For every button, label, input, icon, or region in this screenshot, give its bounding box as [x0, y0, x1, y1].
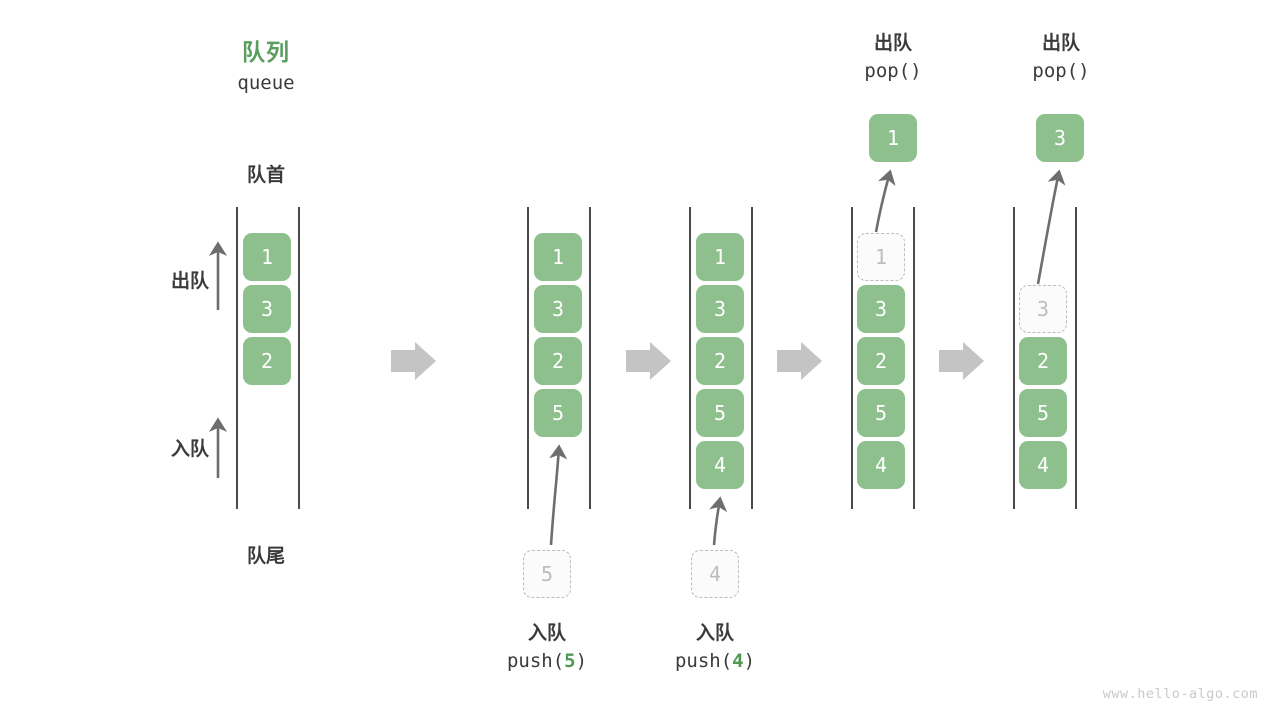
- incoming-ghost-cell: 4: [691, 550, 739, 598]
- queue-cell: 1: [534, 233, 582, 281]
- queue-cell: 3: [534, 285, 582, 333]
- pop-operation-label-2: 出队 pop(): [981, 30, 1141, 85]
- queue-cell-pushed: 4: [696, 441, 744, 489]
- queue-rail-right-s3: [751, 207, 753, 509]
- step-arrow-4: [939, 342, 984, 380]
- push-op-code-2: push(4): [674, 649, 756, 672]
- queue-rail-left-s3: [689, 207, 691, 509]
- pop-arrow-1: [874, 169, 896, 233]
- push-operation-label-1: 入队 push(5): [467, 620, 627, 675]
- pop-arrow-2: [1036, 169, 1066, 285]
- queue-cell: 4: [857, 441, 905, 489]
- queue-rail-right-s4: [913, 207, 915, 509]
- step-arrow-3: [777, 342, 822, 380]
- pop-op-code-1: pop(): [864, 59, 922, 82]
- front-label: 队首: [246, 165, 285, 186]
- queue-rail-left-s4: [851, 207, 853, 509]
- push-op-cn-2: 入队: [695, 623, 734, 644]
- pop-op-cn-2: 出队: [1041, 33, 1080, 54]
- step-arrow-2: [626, 342, 671, 380]
- page-title-code: queue: [237, 72, 295, 94]
- queue-rail-right-s1: [298, 207, 300, 509]
- dequeue-direction-label: 出队: [170, 271, 209, 292]
- queue-cell: 3: [696, 285, 744, 333]
- queue-cell: 2: [1019, 337, 1067, 385]
- watermark: www.hello-algo.com: [1102, 686, 1258, 702]
- queue-cell: 5: [857, 389, 905, 437]
- queue-cell: 2: [534, 337, 582, 385]
- queue-cell: 5: [696, 389, 744, 437]
- queue-rail-right-s5: [1075, 207, 1077, 509]
- incoming-ghost-cell: 5: [523, 550, 571, 598]
- queue-cell: 2: [696, 337, 744, 385]
- push-operation-label-2: 入队 push(4): [635, 620, 795, 675]
- queue-cell: 4: [1019, 441, 1067, 489]
- queue-cell: 2: [857, 337, 905, 385]
- push-op-code-1: push(5): [506, 649, 588, 672]
- queue-cell: 5: [1019, 389, 1067, 437]
- rear-label: 队尾: [246, 546, 285, 567]
- popped-value-cell: 1: [869, 114, 917, 162]
- push-arrow-2: [709, 496, 728, 546]
- queue-cell: 1: [696, 233, 744, 281]
- push-op-cn-1: 入队: [527, 623, 566, 644]
- queue-cell: 1: [243, 233, 291, 281]
- queue-rail-left-s2: [527, 207, 529, 509]
- queue-cell: 3: [857, 285, 905, 333]
- push-arrow-1: [549, 444, 568, 546]
- page-title-cn: 队列: [242, 39, 290, 65]
- queue-rail-right-s2: [589, 207, 591, 509]
- popped-ghost-cell: 3: [1019, 285, 1067, 333]
- pop-op-cn-1: 出队: [873, 33, 912, 54]
- popped-value-cell: 3: [1036, 114, 1084, 162]
- pop-operation-label-1: 出队 pop(): [813, 30, 973, 85]
- pop-op-code-2: pop(): [1032, 59, 1090, 82]
- queue-cell: 2: [243, 337, 291, 385]
- queue-cell-pushed: 5: [534, 389, 582, 437]
- enqueue-direction-label: 入队: [170, 439, 209, 460]
- queue-cell: 3: [243, 285, 291, 333]
- popped-ghost-cell: 1: [857, 233, 905, 281]
- queue-rail-left-s5: [1013, 207, 1015, 509]
- step-arrow-1: [391, 342, 436, 380]
- queue-rail-left-s1: [236, 207, 238, 509]
